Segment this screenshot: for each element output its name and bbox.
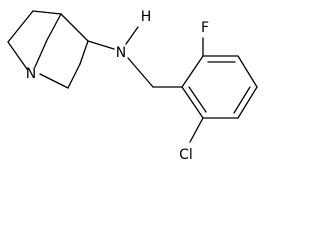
bond <box>181 86 204 119</box>
bond <box>237 86 258 119</box>
bond <box>46 13 62 41</box>
chemical-structure: N N H F Cl <box>7 9 258 163</box>
bond <box>237 55 258 88</box>
bond <box>67 63 81 89</box>
bond <box>125 26 139 45</box>
bond <box>34 39 48 68</box>
bond <box>127 57 154 88</box>
bond <box>181 55 204 88</box>
amine-linker <box>125 26 183 88</box>
benzene-ring <box>181 55 258 119</box>
bond <box>60 13 89 42</box>
quinuclidine-cage <box>7 10 115 89</box>
halogen-substituents <box>189 37 204 143</box>
bond <box>87 40 115 50</box>
double-bond-inner <box>188 86 207 113</box>
bond <box>189 117 204 143</box>
bond <box>7 10 34 43</box>
amine-hydrogen-label: H <box>141 9 152 25</box>
amine-nitrogen-label: N <box>116 45 126 61</box>
chlorine-label: Cl <box>179 147 193 163</box>
bond <box>79 40 89 65</box>
bond <box>7 41 28 70</box>
bond <box>32 10 62 15</box>
fluorine-label: F <box>201 20 209 36</box>
double-bond-inner <box>233 86 251 114</box>
bridgehead-nitrogen-label: N <box>26 66 36 82</box>
bond <box>39 73 69 89</box>
